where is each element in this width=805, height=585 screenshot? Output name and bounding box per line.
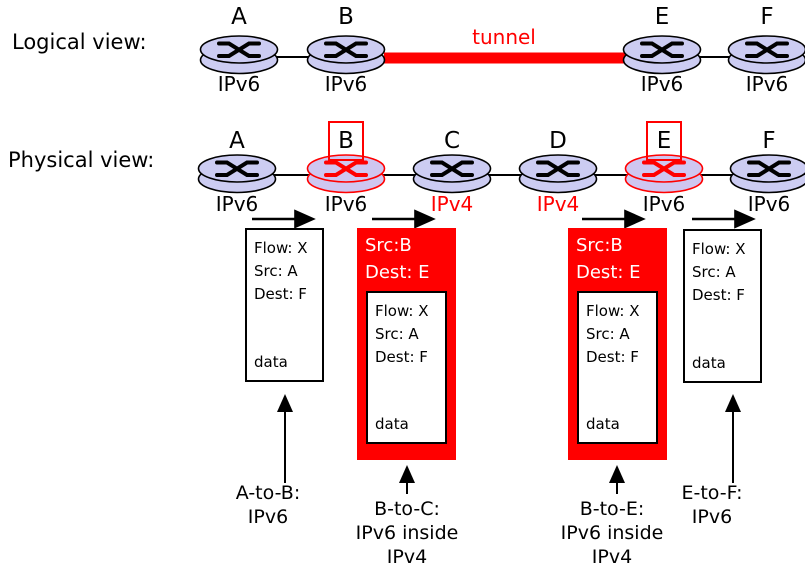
tunnel-label: tunnel — [472, 25, 536, 49]
router-name-physical-f: F — [762, 128, 776, 154]
packet-field: Dest: F — [254, 285, 307, 303]
protocol-label-physical-b: IPv6 — [324, 192, 368, 216]
router-name-logical-e: E — [654, 4, 670, 30]
protocol-label-logical-b: IPv6 — [324, 72, 368, 96]
router-icon-physical-f — [729, 152, 805, 196]
protocol-label-physical-c: IPv4 — [430, 192, 474, 216]
packet-field: Dest: F — [692, 286, 745, 304]
packet-field: Flow: X — [692, 240, 746, 258]
router-icon-physical-a — [197, 152, 277, 196]
inner-ipv6-packet: Flow: X Src: A Dest: F data — [366, 291, 447, 444]
packet-field: Src: A — [586, 325, 630, 343]
outer-header-field: Dest: E — [576, 262, 641, 283]
packet-field: Src: A — [692, 263, 736, 281]
router-name-logical-f: F — [760, 4, 774, 30]
tunnel-endpoint-highlight-e — [646, 121, 682, 161]
flow-label-e-to-f: E-to-F: IPv6 — [681, 482, 743, 528]
outer-header-field: Dest: E — [365, 262, 430, 283]
router-icon-physical-c — [412, 152, 492, 196]
protocol-label-physical-f: IPv6 — [747, 192, 791, 216]
router-icon-physical-d — [518, 152, 598, 196]
flow-label-b-to-c: B-to-C: IPv6 inside IPv4 — [355, 498, 459, 568]
packet-field: Flow: X — [375, 302, 429, 320]
router-icon-logical-a — [199, 33, 279, 77]
packet-field: Flow: X — [586, 302, 640, 320]
packet-payload: data — [375, 415, 409, 433]
protocol-label-physical-a: IPv6 — [215, 192, 259, 216]
packet-field: Dest: F — [586, 348, 639, 366]
router-name-physical-c: C — [443, 128, 461, 154]
logical-view-label: Logical view: — [12, 30, 147, 54]
outer-header-field: Src:B — [576, 235, 623, 256]
protocol-label-logical-a: IPv6 — [217, 72, 261, 96]
router-name-logical-a: A — [231, 4, 247, 30]
protocol-label-physical-d: IPv4 — [536, 192, 580, 216]
router-name-physical-b: B — [338, 128, 354, 154]
packet-ipv6-a-to-b: Flow: X Src: A Dest: F data — [245, 228, 324, 382]
packet-payload: data — [254, 353, 288, 371]
physical-view-label: Physical view: — [8, 148, 155, 172]
inner-ipv6-packet: Flow: X Src: A Dest: F data — [577, 291, 658, 444]
flow-label-b-to-e: B-to-E: IPv6 inside IPv4 — [560, 498, 664, 568]
router-name-physical-e: E — [656, 128, 672, 154]
outer-header-field: Src:B — [365, 235, 412, 256]
protocol-label-logical-f: IPv6 — [745, 72, 789, 96]
packet-field: Src: A — [254, 262, 298, 280]
protocol-label-logical-e: IPv6 — [640, 72, 684, 96]
router-icon-logical-e — [622, 33, 702, 77]
protocol-label-physical-e: IPv6 — [642, 192, 686, 216]
packet-payload: data — [692, 354, 726, 372]
packet-encapsulated-b-to-e: Src:B Dest: E Flow: X Src: A Dest: F dat… — [568, 228, 667, 460]
tunnel-endpoint-highlight-b — [328, 121, 364, 161]
router-icon-logical-b — [306, 33, 386, 77]
flow-label-a-to-b: A-to-B: IPv6 — [235, 482, 301, 528]
packet-encapsulated-b-to-c: Src:B Dest: E Flow: X Src: A Dest: F dat… — [357, 228, 456, 460]
router-name-logical-b: B — [338, 4, 354, 30]
packet-payload: data — [586, 415, 620, 433]
router-name-physical-d: D — [549, 128, 567, 154]
packet-field: Src: A — [375, 325, 419, 343]
packet-ipv6-e-to-f: Flow: X Src: A Dest: F data — [683, 229, 762, 383]
router-icon-logical-f — [727, 33, 805, 77]
router-name-physical-a: A — [229, 128, 245, 154]
packet-field: Dest: F — [375, 348, 428, 366]
packet-field: Flow: X — [254, 239, 308, 257]
